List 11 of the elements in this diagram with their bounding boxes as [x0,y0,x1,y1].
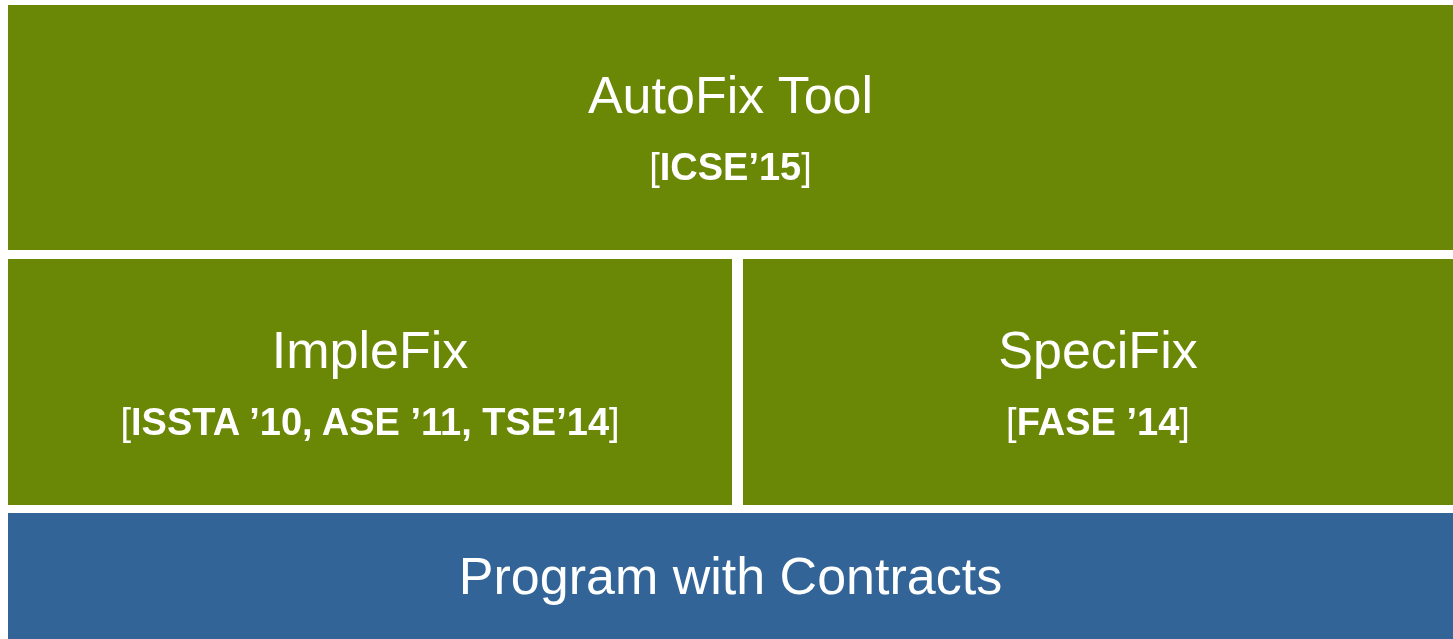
box-title: SpeciFix [998,319,1198,381]
citation-text: [FASE ’14] [1006,399,1190,445]
citation-text: [ISSTA ’10, ASE ’11, TSE’14] [120,399,620,445]
box-title: AutoFix Tool [587,65,874,127]
tool-box [8,5,1453,250]
box-title: ImpleFix [271,319,469,381]
base-layer-box [8,513,1453,639]
tool-box [8,259,732,505]
box-title: Program with Contracts [458,545,1003,607]
citation-text: [ICSE’15] [649,145,812,191]
tool-box [743,259,1453,505]
